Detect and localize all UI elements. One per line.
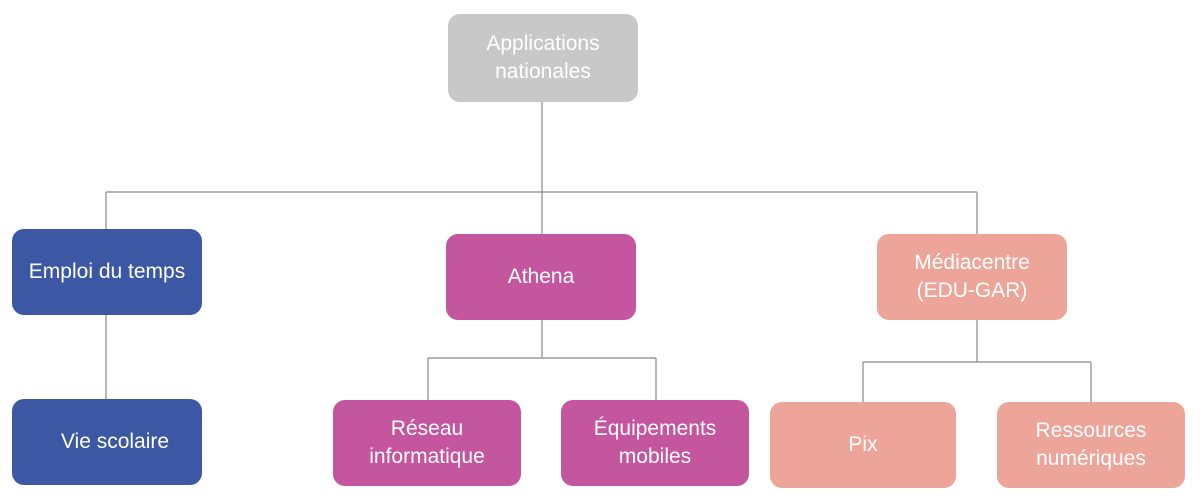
node-athena: Athena [446, 234, 636, 320]
node-equipements-mobiles: Équipements mobiles [561, 400, 749, 486]
node-label: Vie scolaire [60, 430, 170, 453]
node-label: Athena [507, 265, 575, 288]
node-label: Réseau informatique [369, 417, 485, 468]
node-mediacentre: Médiacentre (EDU-GAR) [877, 234, 1067, 320]
node-label: Applications nationales [486, 32, 600, 83]
node-label: Médiacentre (EDU-GAR) [914, 251, 1030, 302]
node-applications-nationales: Applications nationales [448, 14, 638, 102]
node-reseau-informatique: Réseau informatique [333, 400, 521, 486]
node-label: Ressources numériques [1035, 419, 1147, 470]
node-ressources-numeriques: Ressources numériques [997, 402, 1185, 488]
node-label: Emploi du temps [28, 260, 186, 283]
node-vie-scolaire: Vie scolaire [12, 399, 202, 485]
node-pix: Pix [770, 402, 956, 488]
node-label: Pix [848, 433, 878, 456]
node-emploi-du-temps: Emploi du temps [12, 229, 202, 315]
node-label: Équipements mobiles [593, 417, 717, 468]
